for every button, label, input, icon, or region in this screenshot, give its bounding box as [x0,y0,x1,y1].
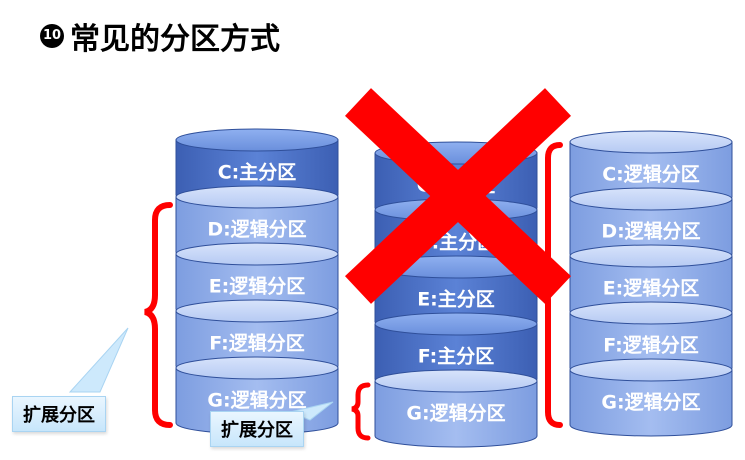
segment-label: F:逻辑分区 [603,334,699,357]
segment-top [374,312,538,336]
extended-partition-callout-middle: 扩展分区 [210,411,304,447]
segment-top [175,299,339,323]
stack-left: C:主分区 D:逻辑分区 E:逻辑分区 F:逻辑分区 G:逻辑分区 [175,128,339,435]
segment-label: C:逻辑分区 [602,163,700,186]
segment-right-4: G:逻辑分区 [569,358,733,437]
segment-label: C:主分区 [218,162,297,184]
segment-label: F:主分区 [418,346,495,368]
segment-label: G:逻辑分区 [406,402,505,425]
cross-out-mark [344,88,572,304]
segment-top [175,356,339,380]
left-extended-brace [144,202,173,428]
segment-top [569,187,733,211]
segment-label: F:逻辑分区 [209,332,305,355]
left-callout-pointer [68,327,129,393]
segment-top [374,369,538,393]
segment-top [569,244,733,268]
segment-body [374,380,538,448]
middle-extended-brace [351,382,371,441]
segment-label: E:主分区 [417,289,495,311]
segment-top [175,128,339,152]
title-text: 常见的分区方式 [70,22,280,57]
segment-top [175,242,339,266]
segment-middle-4: G:逻辑分区 [374,369,538,448]
extended-partition-callout-left: 扩展分区 [12,396,106,432]
segment-top [175,185,339,209]
segment-label: G:逻辑分区 [207,389,306,412]
segment-label: D:逻辑分区 [207,218,306,241]
segment-label: E:逻辑分区 [209,275,306,298]
segment-top [569,301,733,325]
segment-label: E:逻辑分区 [603,277,700,300]
stack-right: C:逻辑分区 D:逻辑分区 E:逻辑分区 F:逻辑分区 G:逻辑分区 [569,130,733,437]
page-title: 10 常见的分区方式 [40,14,280,58]
title-number-badge: 10 [40,24,64,48]
segment-label: D:逻辑分区 [601,220,700,243]
segment-body [569,369,733,437]
segment-top [569,130,733,154]
segment-top [569,358,733,382]
segment-label: G:逻辑分区 [601,391,700,414]
